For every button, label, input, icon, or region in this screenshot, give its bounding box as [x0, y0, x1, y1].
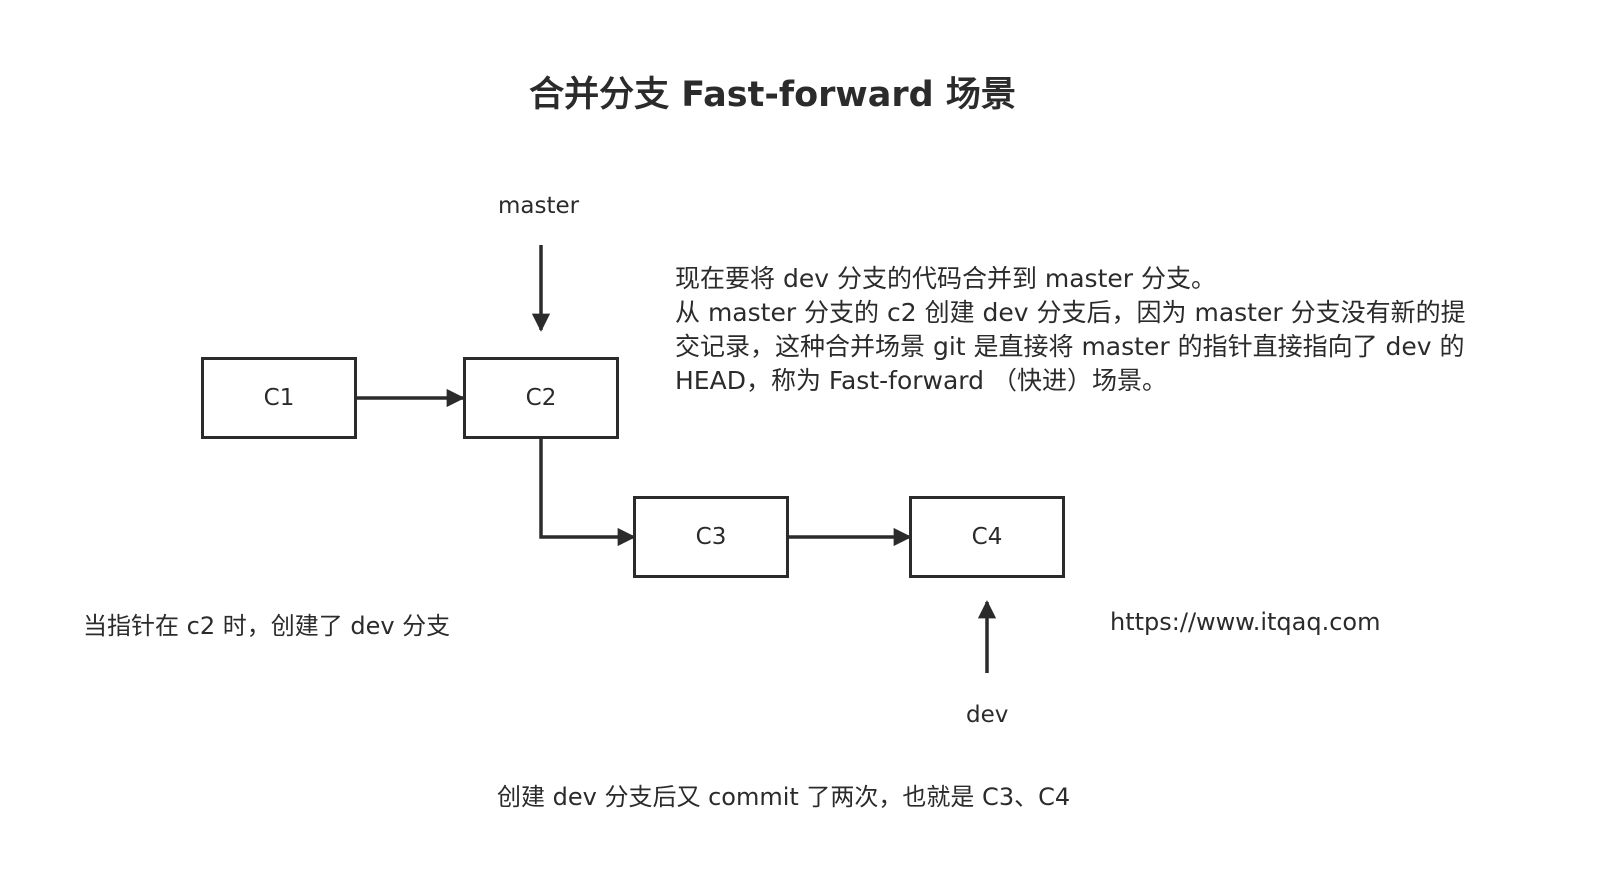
commit-node-c3-label: C3: [695, 524, 727, 550]
master-pointer-label: master: [498, 193, 580, 219]
c2-to-c3-arrow: [539, 438, 636, 547]
commit-node-c1-label: C1: [263, 385, 295, 411]
description-line: 从 master 分支的 c2 创建 dev 分支后，因为 master 分支没…: [675, 298, 1466, 327]
commit-node-c4: C4: [909, 496, 1065, 578]
commit-node-c3: C3: [633, 496, 789, 578]
commit-node-c4-label: C4: [971, 524, 1003, 550]
description-block: 现在要将 dev 分支的代码合并到 master 分支。 从 master 分支…: [675, 262, 1466, 398]
description-line: HEAD，称为 Fast-forward （快进）场景。: [675, 366, 1167, 395]
description-line: 交记录，这种合并场景 git 是直接将 master 的指针直接指向了 dev …: [675, 332, 1465, 361]
commit-node-c1: C1: [201, 357, 357, 439]
note-dev-created: 当指针在 c2 时，创建了 dev 分支: [83, 612, 451, 640]
description-line: 现在要将 dev 分支的代码合并到 master 分支。: [675, 264, 1216, 293]
commit-node-c2-label: C2: [525, 385, 557, 411]
commit-node-c2: C2: [463, 357, 619, 439]
note-commits: 创建 dev 分支后又 commit 了两次，也就是 C3、C4: [497, 783, 1071, 811]
diagram-title: 合并分支 Fast-forward 场景: [529, 75, 1016, 115]
dev-pointer-label: dev: [966, 702, 1009, 728]
source-url: https://www.itqaq.com: [1110, 608, 1381, 636]
